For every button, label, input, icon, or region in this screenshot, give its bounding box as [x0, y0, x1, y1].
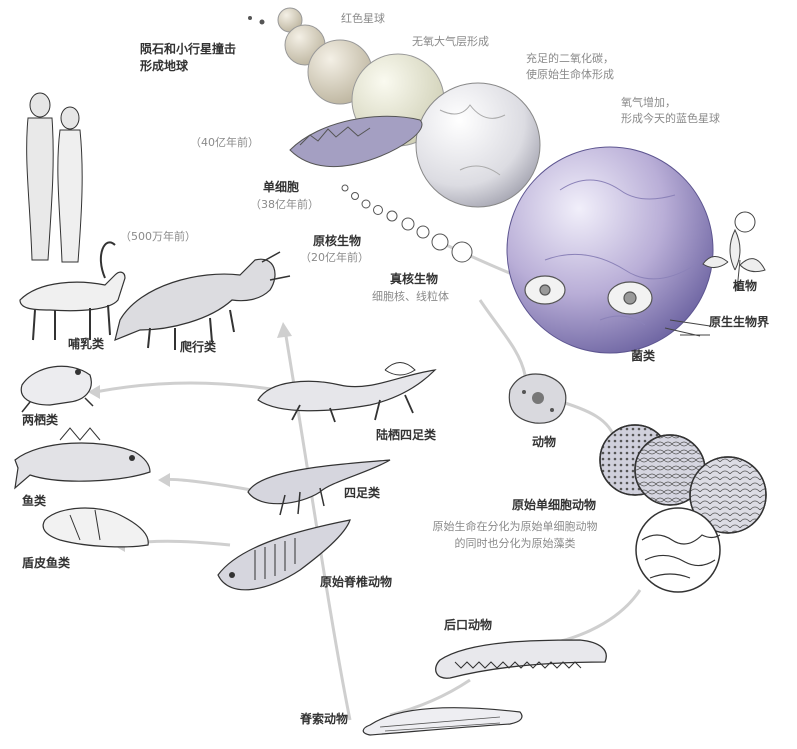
label-red-planet: 红色星球 — [341, 12, 385, 25]
label-meteor-line1: 陨石和小行星撞击 — [140, 42, 236, 56]
meteor-dot — [248, 16, 252, 20]
animal-cell — [509, 374, 566, 423]
humans — [27, 93, 83, 262]
label-prokaryote: 原核生物 — [313, 234, 361, 248]
deuterostome-worm — [436, 640, 607, 678]
label-fungi: 菌类 — [631, 349, 655, 363]
label-divergence-line2: 的同时也分化为原始藻类 — [395, 537, 635, 550]
primordial-surface — [290, 116, 422, 166]
protozoa-circles — [600, 425, 766, 592]
label-eukaryote: 真核生物 — [390, 272, 438, 286]
label-placoderms: 盾皮鱼类 — [22, 556, 70, 570]
placoderm — [43, 508, 148, 547]
label-deuterostomes: 后口动物 — [444, 618, 492, 632]
label-primitive-unicellular: 原始单细胞动物 — [512, 498, 596, 512]
planet-grey — [416, 83, 540, 207]
label-reptiles: 爬行类 — [180, 340, 216, 354]
lancelet — [363, 708, 522, 735]
label-age-4b: （40亿年前） — [190, 136, 259, 149]
label-co2-line2: 使原始生命体形成 — [526, 68, 614, 81]
frog — [21, 366, 93, 412]
label-age-5m: （500万年前） — [120, 230, 196, 243]
label-plants: 植物 — [733, 279, 757, 293]
label-oxygen-line2: 形成今天的蓝色星球 — [621, 112, 720, 125]
label-single-cell: 单细胞 — [263, 180, 299, 194]
label-eukaryote-sub: 细胞核、线粒体 — [372, 290, 449, 303]
label-protist: 原生生物界 — [709, 315, 769, 329]
label-age-38: （38亿年前） — [250, 198, 319, 211]
label-tetrapods: 四足类 — [344, 486, 380, 500]
label-divergence-line1: 原始生命在分化为原始单细胞动物 — [395, 520, 635, 533]
label-fish: 鱼类 — [22, 494, 46, 508]
label-animals: 动物 — [532, 435, 556, 449]
label-anoxic-atmosphere: 无氧大气层形成 — [412, 35, 489, 48]
label-chordates: 脊索动物 — [300, 712, 348, 726]
fish — [15, 428, 150, 488]
label-co2-line1: 充足的二氧化碳， — [526, 52, 614, 65]
label-oxygen-line1: 氧气增加， — [621, 96, 676, 109]
meteor-dot — [260, 20, 265, 25]
label-age-20: （20亿年前） — [300, 251, 369, 264]
label-amphibians: 两栖类 — [22, 413, 58, 427]
label-meteor-line2: 形成地球 — [140, 59, 188, 73]
label-mammals: 哺乳类 — [68, 337, 104, 351]
label-land-tetrapods: 陆栖四足类 — [376, 428, 436, 442]
triceratops — [115, 252, 290, 350]
label-primitive-vertebrates: 原始脊椎动物 — [320, 575, 392, 589]
land-tetrapod — [258, 363, 435, 423]
